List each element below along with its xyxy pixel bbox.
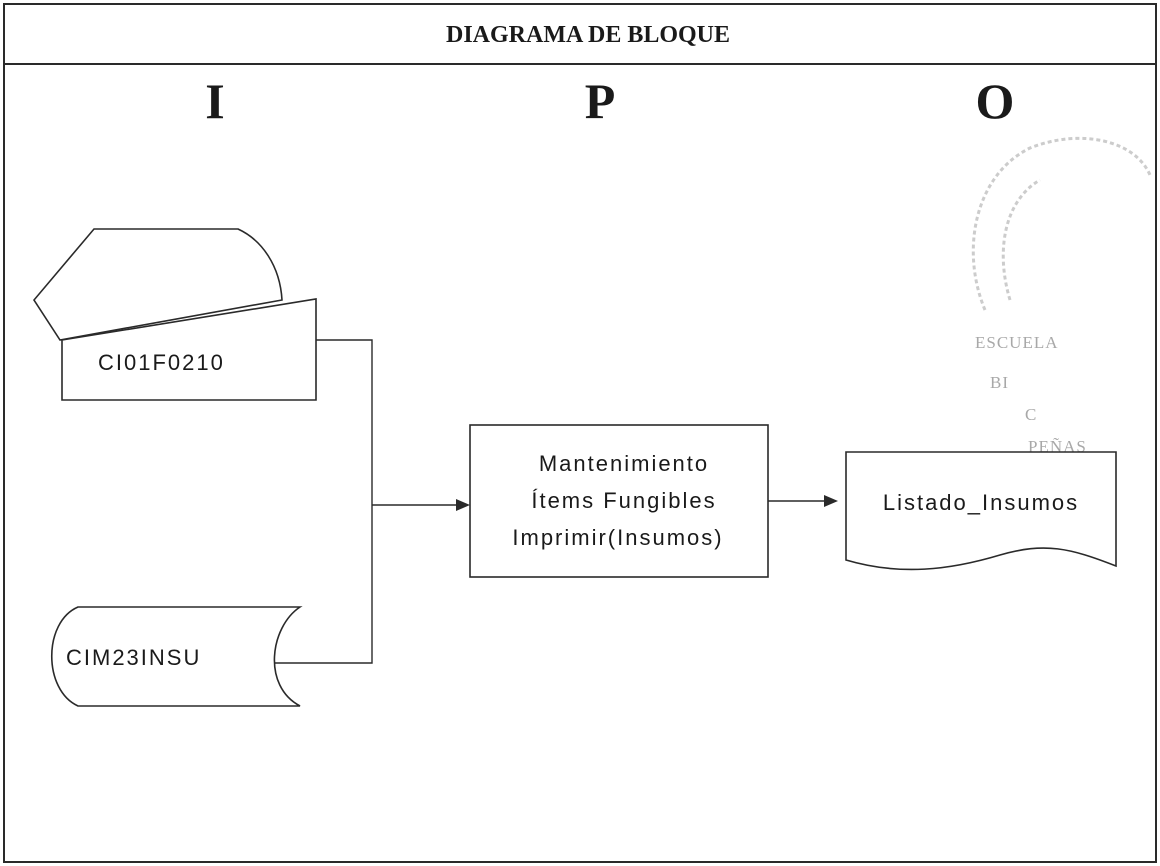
column-heading-input: I	[205, 73, 224, 129]
stamp-arc	[971, 136, 1152, 311]
stamp-text-3: C	[1025, 405, 1037, 424]
connector-lines	[272, 339, 826, 664]
process-box: Mantenimiento Ítems Fungibles Imprimir(I…	[469, 424, 769, 578]
diagram-frame	[3, 3, 1157, 863]
output-document: Listado_Insumos	[845, 451, 1117, 571]
stamp-arc-inner	[1001, 178, 1041, 301]
arrowhead-to-output	[824, 495, 838, 507]
process-label-line1: Mantenimiento	[539, 451, 709, 476]
stamp-text-2: BI	[990, 373, 1009, 392]
output-document-label: Listado_Insumos	[883, 490, 1079, 515]
input-screen-form-label: CI01F0210	[98, 350, 225, 375]
connector-data-file	[272, 505, 373, 664]
arrowhead-to-process	[456, 499, 470, 511]
stamp-text-1: ESCUELA	[975, 333, 1059, 352]
connector-screen-form	[316, 339, 373, 505]
display-shape	[33, 228, 283, 341]
library-stamp: ESCUELA BI C PEÑAS	[971, 136, 1152, 456]
process-label-line3: Imprimir(Insumos)	[512, 525, 723, 550]
manual-input-shape	[61, 298, 317, 401]
column-heading-output: O	[976, 73, 1015, 129]
process-rectangle	[469, 424, 769, 578]
diagram-title: DIAGRAMA DE BLOQUE	[446, 22, 730, 48]
process-label-line2: Ítems Fungibles	[531, 488, 716, 513]
input-data-file: CIM23INSU	[51, 606, 303, 707]
stored-data-shape	[51, 606, 303, 707]
document-shape	[845, 451, 1117, 571]
input-data-file-label: CIM23INSU	[66, 645, 201, 670]
input-screen-form: CI01F0210	[33, 228, 317, 401]
column-heading-process: P	[585, 73, 616, 129]
